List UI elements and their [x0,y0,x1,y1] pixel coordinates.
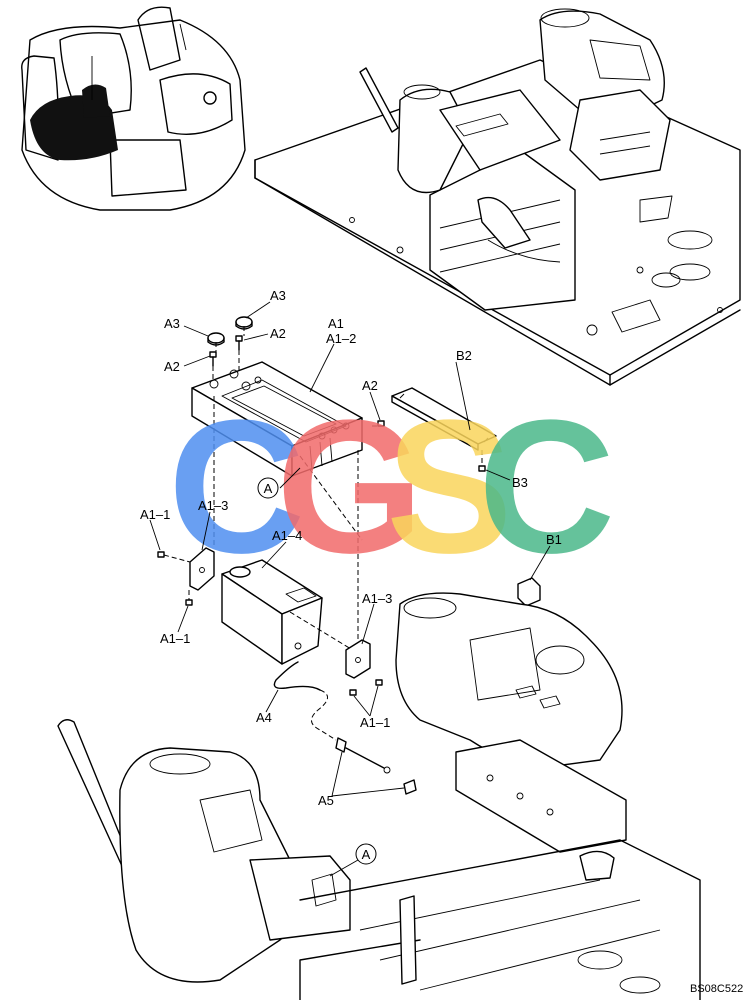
label-a3-left: A3 [164,316,180,331]
watermark-letter-c2: C [478,381,615,593]
label-a2-right: A2 [362,378,378,393]
control-box-a1 [191,361,363,477]
harness-a4 [273,661,391,774]
callout-a-top: A [257,477,279,499]
label-a4: A4 [256,710,272,725]
label-a1-3-left: A1–3 [198,498,228,513]
unit-a1-4 [221,559,323,665]
cap-a3-right [235,316,253,330]
leader-lines [149,301,551,797]
lower-right-console [395,592,627,853]
label-a1-1-top-left: A1–1 [140,507,170,522]
lower-left-console [57,719,351,983]
watermark-letter-c1: C [168,381,305,593]
screw-a2-top [235,335,243,351]
upper-floor-plate [254,8,741,386]
bracket-a1-3-left [189,547,215,591]
watermark-cgsc: C G S C [168,381,615,593]
watermark-letter-g: G [276,381,424,593]
label-a5: A5 [318,793,334,808]
callout-a-top-text: A [264,481,273,496]
bracket-a1-3-right [345,639,371,679]
screw-b3 [478,465,486,472]
clip-a5 [403,779,417,795]
drawing-code: BS08C522 [690,983,743,995]
label-a1-1-bottom-left: A1–1 [160,631,190,646]
label-a3-top: A3 [270,288,286,303]
label-a2-top: A2 [270,326,286,341]
thumbnail-excavator-cab [21,6,246,211]
label-a1-3-right: A1–3 [362,591,392,606]
screw-a1-1-br-1 [349,689,357,696]
screw-a1-1-bl [185,599,193,606]
watermark-letter-s: S [386,381,513,593]
label-a1: A1 [328,316,344,331]
screw-a2-left [209,351,217,367]
screw-a2-right [377,420,385,427]
lower-floor-plate [299,839,701,1001]
screw-a1-1-br-2 [375,679,383,686]
label-a1-2: A1–2 [326,331,356,346]
screw-a1-1-tl [157,551,165,558]
callout-a-bottom: A [329,843,377,877]
label-a2-left: A2 [164,359,180,374]
label-b3: B3 [512,475,528,490]
callout-a-bottom-text: A [362,847,371,862]
label-a1-4: A1–4 [272,528,302,543]
label-a1-1-bottom-right: A1–1 [360,715,390,730]
part-labels: A3 A3 A2 A2 A1 A1–2 A2 B2 B3 A1–1 A1–3 A… [140,288,562,808]
label-b2: B2 [456,348,472,363]
label-b1: B1 [546,532,562,547]
